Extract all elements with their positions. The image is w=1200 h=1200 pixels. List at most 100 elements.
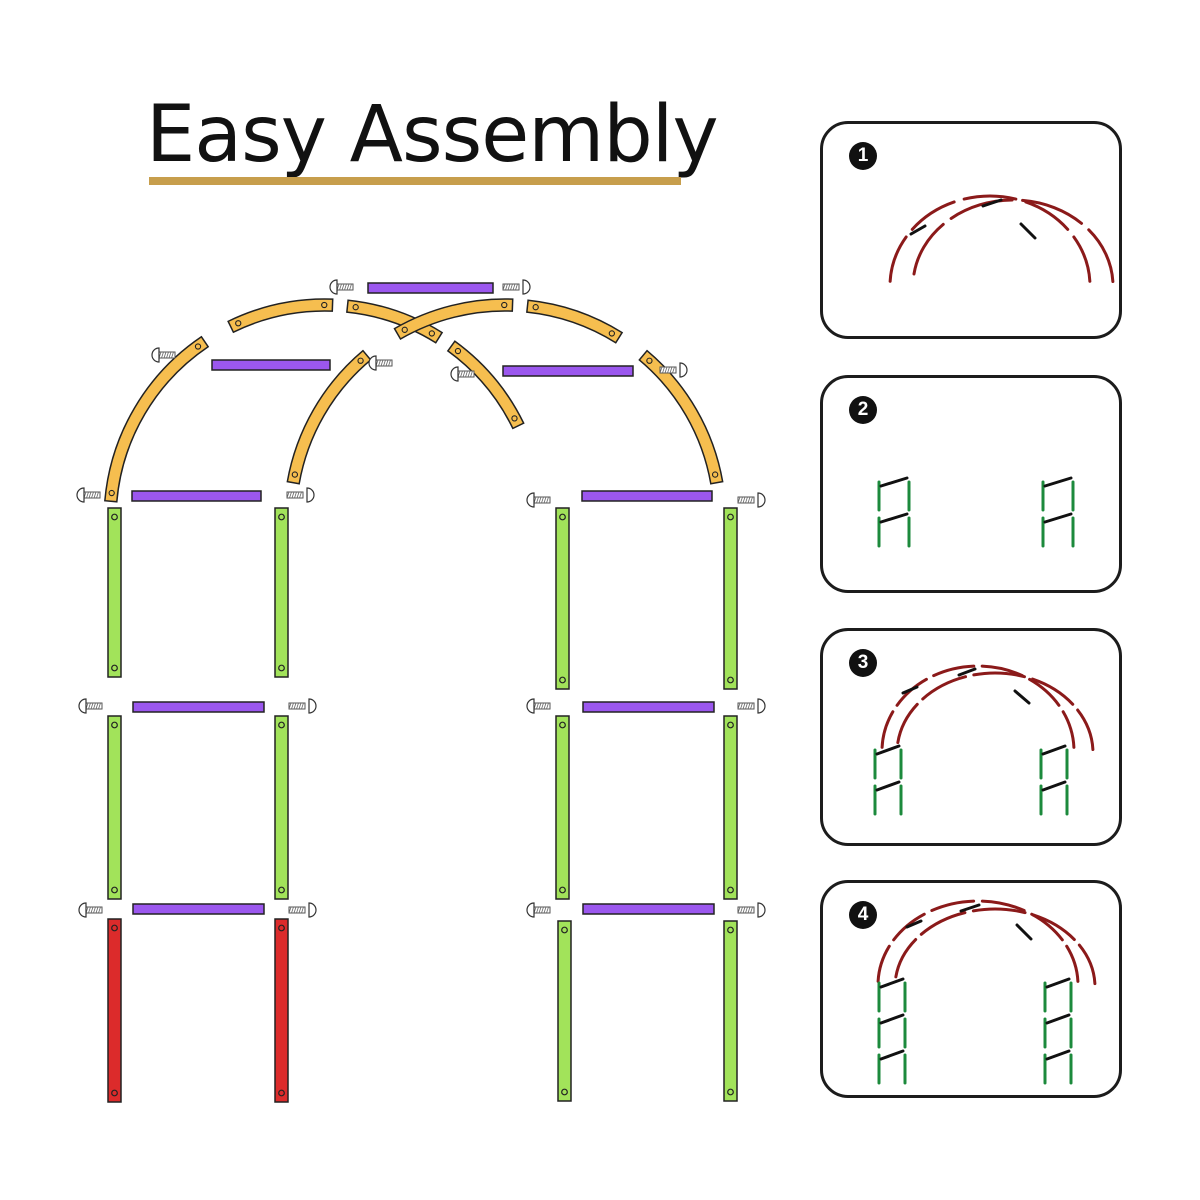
screw-6: [659, 362, 688, 378]
crossbar-left-1: [131, 490, 262, 502]
step3-right-frame-bar-2: [1041, 780, 1067, 792]
arch-back-right-piece: [638, 349, 724, 485]
step4-arch-outer-3: [980, 899, 1026, 912]
arch-front-top-right-piece: [346, 299, 444, 344]
arch-front-left-piece: [104, 335, 210, 503]
step-2-panel: 2: [820, 375, 1122, 593]
post-left-outer-top: [107, 507, 122, 678]
step3-arch-inner-2: [1031, 677, 1075, 706]
screw-16: [288, 902, 317, 918]
step4-arch-inner-5: [894, 938, 918, 979]
post-left-inner-top: [274, 507, 289, 678]
step1-bar-1: [909, 224, 927, 236]
screw-7: [76, 487, 101, 503]
step4-bar-top-2: [959, 903, 981, 913]
step3-right-frame-bar-1: [1041, 744, 1067, 756]
screw-12: [288, 698, 317, 714]
step3-arch-inner-3: [972, 671, 1026, 679]
arch-on-frames-icon: [873, 664, 1095, 816]
crossbar-upper-left: [211, 359, 331, 371]
step-2-badge: 2: [849, 396, 877, 424]
crossbar-right-3: [582, 903, 715, 915]
step3-arch-inner-1: [1076, 708, 1095, 752]
step2-left-frame-bar-1: [879, 476, 909, 488]
post-right-outer-top: [723, 507, 738, 690]
step1-bar-3: [1019, 222, 1037, 240]
screw-11: [78, 698, 103, 714]
step4-left-frame-bar-2: [879, 1013, 905, 1025]
step4-arch-inner-4: [919, 911, 967, 936]
step-1-panel: 1: [820, 121, 1122, 339]
step3-left-frame-bar-2: [875, 780, 901, 792]
step4-left-frame-bar-1: [879, 977, 905, 989]
step1-arch-inner-4: [912, 222, 945, 276]
step-3-panel: 3: [820, 628, 1122, 846]
screw-18: [737, 902, 766, 918]
screw-3: [151, 347, 176, 363]
step-3-badge: 3: [849, 649, 877, 677]
crossbar-upper-right: [502, 365, 634, 377]
step4-bar-top-3: [1015, 923, 1033, 941]
screw-9: [526, 492, 551, 508]
step1-arch-outer-2: [1024, 200, 1070, 231]
screw-14: [737, 698, 766, 714]
step2-left-frame-bar-2: [879, 512, 909, 524]
crossbar-right-1: [581, 490, 713, 502]
step3-bar-top-3: [1013, 689, 1031, 705]
step1-arch-outer-5: [888, 235, 908, 283]
arch-front-top-left-piece: [227, 298, 334, 334]
post-left-inner-bottom: [274, 918, 289, 1103]
step4-arch-inner-1: [1077, 943, 1097, 986]
two-side-frames-icon: [877, 476, 1075, 548]
step4-arch-outer-4: [930, 899, 976, 912]
step4-arch-outer-1: [1065, 944, 1080, 983]
post-right-inner-middle: [555, 715, 570, 900]
step3-arch-outer-4: [932, 664, 976, 678]
step-1-badge: 1: [849, 142, 877, 170]
crossbar-top: [367, 282, 494, 294]
step3-arch-inner-4: [921, 675, 968, 701]
step4-arch-outer-6: [876, 944, 891, 983]
step-4-badge: 4: [849, 901, 877, 929]
post-left-inner-middle: [274, 715, 289, 900]
step1-arch-outer-1: [1072, 235, 1092, 283]
post-right-outer-bottom: [723, 920, 738, 1102]
step3-left-frame-bar-1: [875, 744, 901, 756]
arch-back-top-left-piece: [393, 298, 514, 341]
step4-right-frame-bar-2: [1045, 1013, 1071, 1025]
step2-right-frame-bar-2: [1043, 512, 1073, 524]
screw-17: [526, 902, 551, 918]
screw-2: [502, 279, 531, 295]
step1-arch-inner-3: [949, 198, 1014, 220]
screw-13: [526, 698, 551, 714]
step1-arch-outer-3: [962, 194, 1018, 201]
screw-15: [78, 902, 103, 918]
step1-arch-outer-4: [910, 200, 956, 231]
step1-bar-2: [981, 198, 1003, 208]
post-right-inner-top: [555, 507, 570, 690]
post-left-outer-bottom: [107, 918, 122, 1103]
step3-bar-top-1: [901, 685, 919, 695]
step3-arch-outer-5: [895, 677, 928, 707]
crossbar-right-2: [582, 701, 715, 713]
step1-arch-inner-1: [1087, 228, 1115, 283]
screw-4: [368, 355, 393, 371]
step4-right-frame-bar-3: [1045, 1049, 1071, 1061]
arch-back-top-right-piece: [526, 299, 624, 344]
crossbar-left-2: [132, 701, 265, 713]
step3-arch-outer-1: [1061, 710, 1076, 749]
arch-top-icon: [888, 194, 1115, 283]
step3-arch-outer-6: [880, 710, 895, 749]
screw-10: [737, 492, 766, 508]
post-right-outer-middle: [723, 715, 738, 900]
screw-1: [329, 279, 354, 295]
exploded-arch-diagram: [76, 279, 766, 1103]
step3-arch-outer-2: [1028, 677, 1061, 707]
page-title: Easy Assembly: [146, 90, 719, 180]
step4-arch-inner-2: [1031, 913, 1076, 942]
screw-5: [450, 366, 475, 382]
crossbar-left-3: [132, 903, 265, 915]
step-4-panel: 4: [820, 880, 1122, 1098]
post-right-inner-bottom: [557, 920, 572, 1102]
step4-right-frame-bar-1: [1045, 977, 1071, 989]
